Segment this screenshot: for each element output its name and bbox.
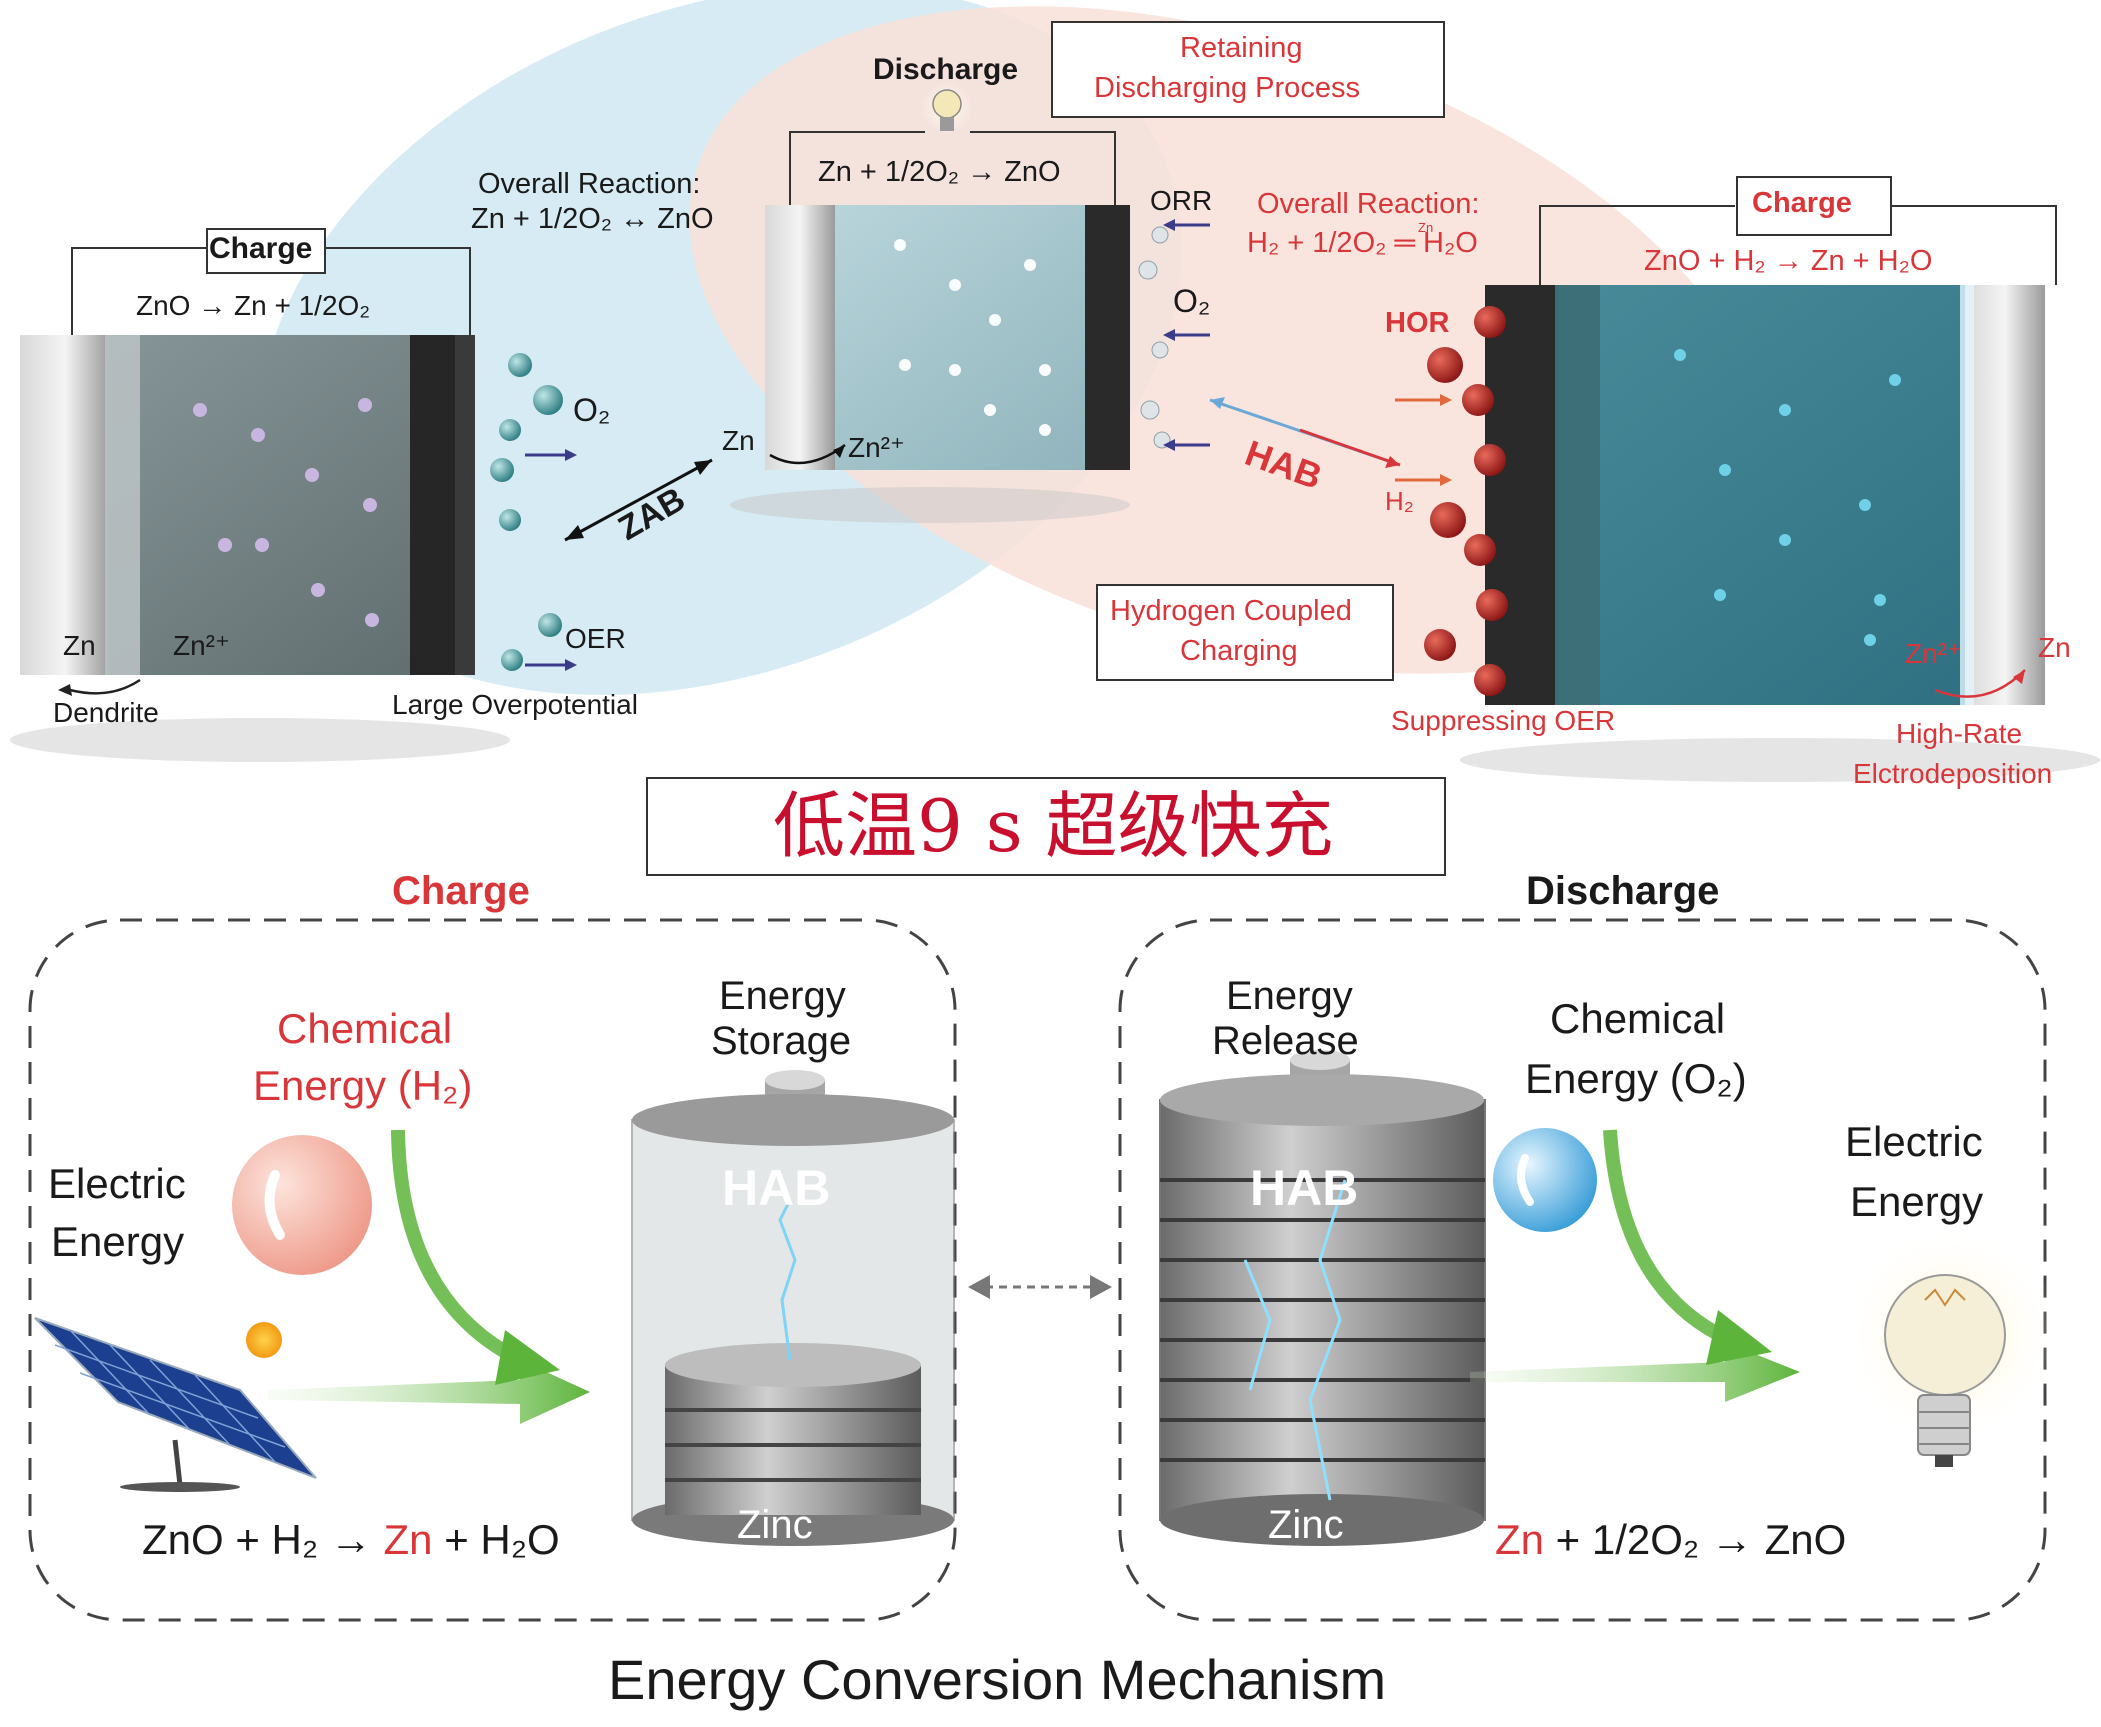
battery-icon [631,1070,955,1546]
hab-right-label: HAB [1250,1160,1359,1216]
hab-h2-label: H₂ [1385,486,1414,516]
electric-line2: Energy [51,1218,185,1265]
highrate-line2: Elctrodeposition [1853,758,2053,789]
zinc-right-label: Zinc [1268,1503,1344,1547]
hydrogen-line1: Hydrogen Coupled [1110,595,1352,627]
charge-equation: ZnO + H₂ → Zn + H₂O [142,1516,560,1564]
electric2-line1: Electric [1845,1118,1983,1165]
zab-overall-equation: Zn + 1/2O₂ ↔ ZnO [471,203,714,235]
solar-panel-icon [34,1317,317,1492]
discharge-zn-label: Zn [722,425,755,456]
banner-title: 低温9 s 超级快充 [773,784,1334,868]
zab-dendrite-label: Dendrite [53,697,159,728]
mechanism-caption: Energy Conversion Mechanism [608,1648,1387,1711]
chem-o2-line2: Energy (O₂) [1525,1055,1747,1102]
electric-line1: Electric [48,1160,186,1207]
bottom-discharge-title: Discharge [1526,869,1720,913]
highrate-line1: High-Rate [1896,718,2023,749]
chem-h2-line1: Chemical [277,1005,453,1052]
zab-zn-label: Zn [63,630,96,661]
bottom-charge-title: Charge [392,869,530,913]
charge-eq-zn: Zn [383,1516,433,1563]
zab-charge-label: Charge [209,232,313,265]
release-line2: Release [1212,1019,1359,1063]
zab-zn2-label: Zn²⁺ [173,630,230,661]
o2-bubble-icon [1493,1128,1597,1232]
discharge-label: Discharge [873,53,1019,86]
discharge-eq-part: + 1/2O₂ → ZnO [1544,1516,1847,1563]
zab-charge-box [206,228,326,274]
discharge-eq-zn: Zn [1495,1516,1545,1563]
discharge-zn2-label: Zn²⁺ [848,432,905,463]
charge-eq-part2: + H₂O [432,1516,560,1563]
charge-eq-part1: ZnO + H₂ → [142,1516,384,1563]
hab-overall-equation: H₂ + 1/2O₂ ═ H₂O [1247,227,1478,259]
hab-charge-equation: ZnO + H₂ → Zn + H₂O [1644,245,1933,277]
hab-zn-label: Zn [2038,632,2071,663]
zab-large-overpotential: Large Overpotential [392,689,638,720]
retaining-line1: Retaining [1180,32,1303,64]
lightbulb-icon [921,82,973,134]
h2-bubble-icon [232,1135,372,1275]
discharge-o2-label: O₂ [1173,283,1211,319]
chem-o2-line1: Chemical [1550,995,1726,1042]
electric2-line2: Energy [1850,1178,1984,1225]
discharge-equation-bottom: Zn + 1/2O₂ → ZnO [1495,1516,1846,1564]
hab-charge-box [1736,176,1892,236]
storage-line2: Storage [711,1019,852,1063]
discharge-equation: Zn + 1/2O₂ → ZnO [818,156,1061,188]
zab-oer-label: OER [565,623,626,654]
zab-overall-title: Overall Reaction: [478,168,701,200]
orr-label: ORR [1150,185,1213,216]
zab-charge-equation: ZnO → Zn + 1/2O₂ [136,290,371,321]
sun-icon [246,1322,282,1358]
hab-left-label: HAB [722,1160,831,1216]
zinc-left-label: Zinc [737,1503,813,1547]
hor-label: HOR [1385,307,1450,339]
retaining-line2: Discharging Process [1094,72,1360,104]
suppressing-oer-label: Suppressing OER [1391,705,1616,736]
release-line1: Energy [1226,974,1353,1018]
hab-overall-title: Overall Reaction: [1257,188,1480,220]
chem-h2-line2: Energy (H₂) [253,1062,473,1109]
hab-zn2-label: Zn²⁺ [1905,638,1962,669]
hab-overall-catalyst: Zn [1418,220,1434,235]
hydrogen-line2: Charging [1180,635,1298,667]
double-arrow-icon [968,1275,1112,1299]
storage-line1: Energy [719,974,846,1018]
zab-o2-label: O₂ [573,392,611,428]
hab-charge-label: Charge [1752,187,1852,219]
